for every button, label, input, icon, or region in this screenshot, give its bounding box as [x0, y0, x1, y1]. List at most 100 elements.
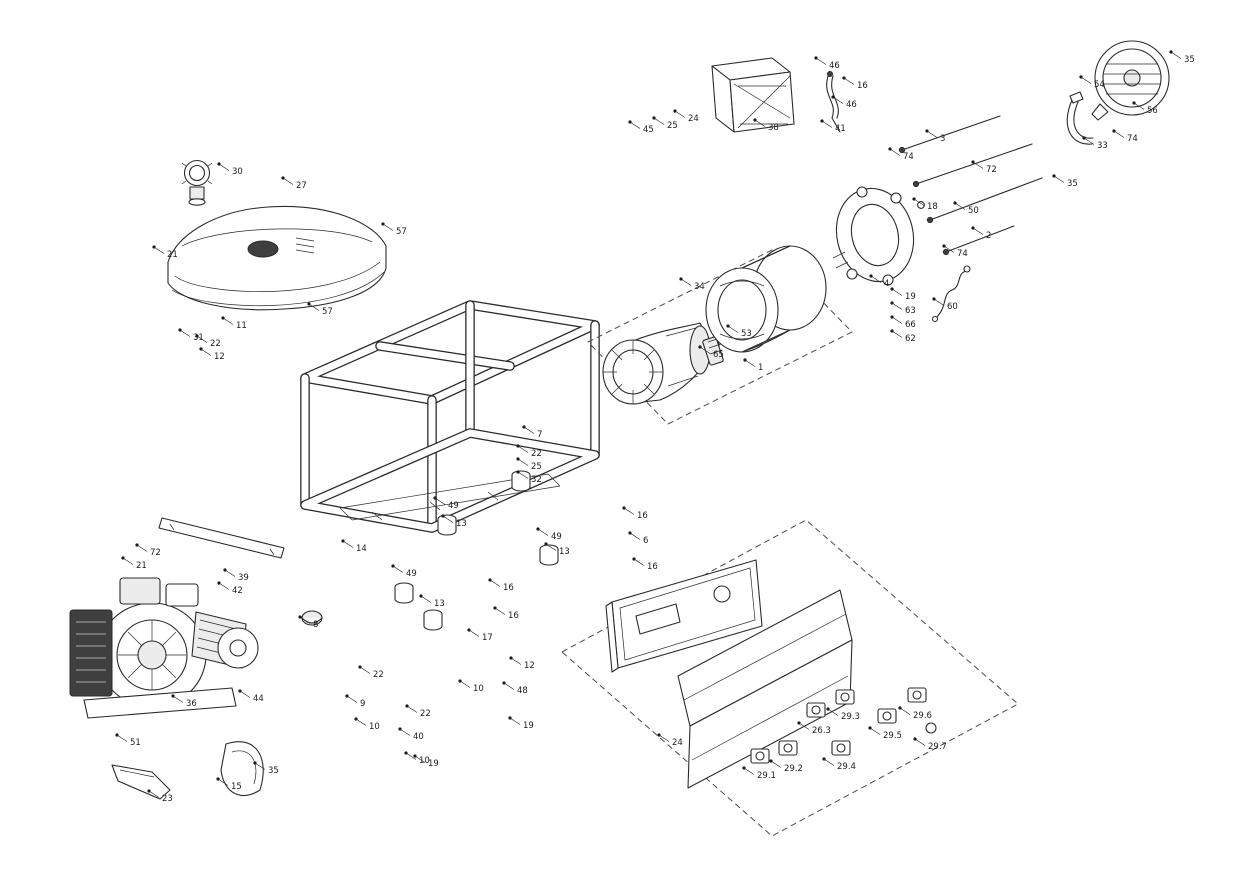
part-callout-26.3: 26.3 — [812, 726, 831, 736]
part-callout-34: 34 — [694, 282, 705, 292]
callout-part-dot — [820, 119, 824, 123]
callout-leader — [832, 96, 844, 104]
part-callout-21: 21 — [136, 561, 147, 571]
part-callout-19: 19 — [905, 292, 916, 302]
callout-part-dot — [1112, 129, 1116, 133]
callout-leader — [148, 790, 160, 798]
callout-part-dot — [433, 496, 437, 500]
callout-leader — [972, 161, 984, 169]
part-callout-50: 50 — [968, 206, 979, 216]
callout-part-dot — [652, 116, 656, 120]
part-callout-6: 6 — [643, 536, 648, 546]
callout-leader — [282, 177, 294, 185]
part-callout-74: 74 — [903, 152, 914, 162]
part-callout-29.7: 29.7 — [928, 742, 947, 752]
callout-part-dot — [742, 766, 746, 770]
callout-leader — [406, 705, 418, 713]
callout-part-dot — [898, 706, 902, 710]
callout-leader — [116, 734, 128, 742]
part-callout-18: 18 — [927, 202, 938, 212]
part-callout-16: 16 — [647, 562, 658, 572]
callout-leader — [517, 458, 529, 466]
callout-part-dot — [797, 721, 801, 725]
through-bolts — [898, 115, 1043, 256]
callout-leader — [827, 708, 839, 716]
callout-part-dot — [413, 754, 417, 758]
callout-part-dot — [890, 329, 894, 333]
callout-part-dot — [307, 302, 311, 306]
part-callout-40: 40 — [413, 732, 424, 742]
part-callout-35: 35 — [268, 766, 279, 776]
callout-part-dot — [405, 704, 409, 708]
callout-part-dot — [912, 197, 916, 201]
part-callout-19: 19 — [428, 759, 439, 769]
callout-leader — [926, 130, 938, 138]
callout-leader — [239, 690, 251, 698]
part-callout-27: 27 — [296, 181, 307, 191]
part-callout-45: 45 — [643, 125, 654, 135]
callout-leader — [870, 275, 882, 283]
callout-part-dot — [925, 129, 929, 133]
callout-part-dot — [628, 531, 632, 535]
part-callout-57: 57 — [396, 227, 407, 237]
panel-face — [605, 559, 763, 673]
part-callout-42: 42 — [232, 586, 243, 596]
callout-part-dot — [221, 316, 225, 320]
callout-part-dot — [152, 245, 156, 249]
callout-leader — [299, 616, 311, 624]
callout-leader — [382, 223, 394, 231]
callout-part-dot — [253, 761, 257, 765]
callout-leader — [342, 540, 354, 548]
callout-leader — [972, 227, 984, 235]
callout-leader — [891, 288, 903, 296]
callout-part-dot — [753, 118, 757, 122]
part-callout-16: 16 — [503, 583, 514, 593]
callout-leader — [629, 532, 641, 540]
part-callout-65: 65 — [713, 350, 724, 360]
callout-leader — [459, 680, 471, 688]
brand-badge — [247, 240, 279, 258]
callout-leader — [680, 278, 692, 286]
callout-part-dot — [199, 347, 203, 351]
callout-leader — [537, 528, 549, 536]
part-callout-29.6: 29.6 — [913, 711, 932, 721]
callout-part-dot — [121, 556, 125, 560]
callout-leader — [503, 682, 515, 690]
engine — [69, 577, 259, 719]
callout-part-dot — [814, 56, 818, 60]
callout-part-dot — [1169, 50, 1173, 54]
callout-leader — [196, 335, 208, 343]
panel-sockets — [750, 687, 937, 764]
callout-leader — [1170, 51, 1182, 59]
callout-leader — [843, 77, 855, 85]
callout-part-dot — [673, 109, 677, 113]
part-callout-12: 12 — [214, 352, 225, 362]
callout-leader — [1133, 102, 1145, 110]
callout-part-dot — [195, 334, 199, 338]
callout-leader — [798, 722, 810, 730]
heat-shield — [220, 741, 264, 797]
part-callout-29.2: 29.2 — [784, 764, 803, 774]
part-callout-23: 23 — [162, 794, 173, 804]
part-callout-35: 35 — [1184, 55, 1195, 65]
callout-leader — [222, 317, 234, 325]
part-callout-22: 22 — [420, 709, 431, 719]
callout-part-dot — [743, 358, 747, 362]
callout-leader — [933, 298, 945, 306]
callout-leader — [179, 329, 191, 337]
callout-part-dot — [726, 324, 730, 328]
callout-part-dot — [509, 656, 513, 660]
part-callout-4: 4 — [884, 279, 889, 289]
part-callout-11: 11 — [236, 321, 247, 331]
callout-leader — [891, 302, 903, 310]
callout-part-dot — [888, 147, 892, 151]
part-callout-44: 44 — [253, 694, 264, 704]
callout-part-dot — [345, 694, 349, 698]
callout-part-dot — [135, 543, 139, 547]
part-callout-63: 63 — [905, 306, 916, 316]
callout-part-dot — [657, 733, 661, 737]
callout-leader — [355, 718, 367, 726]
part-callout-15: 15 — [231, 782, 242, 792]
